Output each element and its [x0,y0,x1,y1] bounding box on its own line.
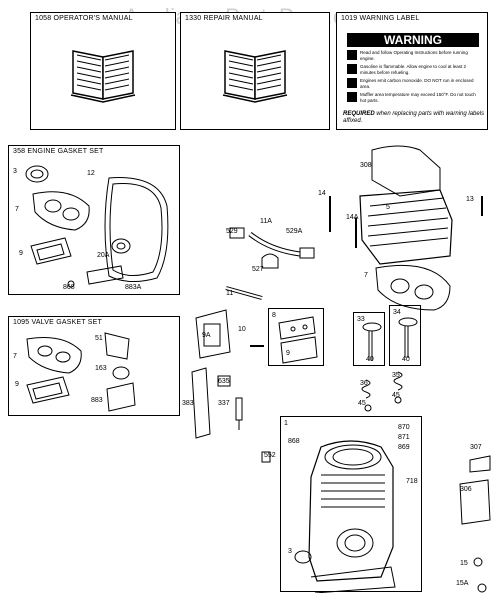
warning-row: Gasoline is flammable. Allow engine to c… [347,64,479,76]
part-8-drawing [278,316,318,364]
part-label: 10 [238,326,246,333]
valve-gasket-set-box: 1095 VALVE GASKET SET 7 51 9 163 883 [8,316,180,416]
box-label: 33 [357,316,365,323]
part-label: 15A [456,580,469,587]
warning-heading: WARNING [347,33,479,47]
part-label: 9A [202,332,211,339]
part-label: 11 [226,290,234,297]
engine-gasket-drawing [25,165,169,288]
part-label: 40 [402,356,410,363]
part-label: 36 [360,380,368,387]
part-label: 15 [460,560,468,567]
part-label: 14A [346,214,359,221]
part-label: 35 [392,372,400,379]
valve-gasket-drawing [26,332,136,412]
part-label: 868 [63,284,75,291]
part-label: 308 [360,162,372,169]
part-label: 529A [286,228,303,235]
part-label: 552 [264,452,276,459]
warning-row: Read and follow Operating Instructions b… [347,50,479,62]
short-block-box: 1 [280,416,422,594]
part-label: 3 [288,548,292,555]
part-label: 13 [466,196,474,203]
manual-book-icon [222,50,288,103]
part-label: 11A [260,218,272,225]
part-label: 51 [95,335,103,342]
part-label: 9 [286,350,290,357]
part-label: 7 [15,206,19,213]
fumes-icon [347,78,357,88]
part-label: 7 [364,272,368,279]
hot-surface-icon [347,92,357,102]
manual-book-icon [70,50,136,103]
warning-label-title: 1019 WARNING LABEL [341,15,420,22]
warning-row: Engines emit carbon monoxide. DO NOT run… [347,78,479,90]
engine-gasket-set-title: 358 ENGINE GASKET SET [13,148,104,155]
part-label: 7 [13,353,17,360]
engine-gasket-set-box: 358 ENGINE GASKET SET 3 12 7 9 20A 868 8… [8,145,180,295]
warning-required-note: REQUIRED when replacing parts with warni… [343,111,485,124]
part-label: 45 [358,400,366,407]
part-label: 529 [226,228,238,235]
part-label: 14 [318,190,326,197]
manual-icon [347,50,357,60]
cylinder-block-drawing [294,440,396,594]
part-label: 883A [125,284,142,291]
valve-34-drawing [398,317,418,358]
box-label: 34 [393,309,401,316]
warning-row: Muffler area temperature may exceed 150°… [347,92,479,104]
part-label: 5 [386,204,390,211]
warning-label-box: 1019 WARNING LABEL WARNING Read and foll… [336,12,488,130]
part-label: 20A [97,252,110,259]
repair-manual-title: 1330 REPAIR MANUAL [185,15,263,22]
part-label: 9 [19,250,23,257]
part-8-box: 8 [268,308,324,366]
box-label: 8 [272,312,276,319]
part-label: 307 [470,444,482,451]
valve-gasket-set-title: 1095 VALVE GASKET SET [13,319,103,326]
part-label: 45 [392,392,400,399]
part-label: 12 [87,170,95,177]
operators-manual-box: 1058 OPERATOR'S MANUAL [30,12,176,130]
valve-33-drawing [362,322,382,361]
part-label: 527 [252,266,264,273]
part-label: 883 [91,397,103,404]
part-label: 718 [406,478,418,485]
box-label: 1 [284,420,288,427]
repair-manual-box: 1330 REPAIR MANUAL [180,12,330,130]
part-label: 869 [398,444,410,451]
part-label: 40 [366,356,374,363]
part-label: 9 [15,381,19,388]
part-label: 337 [218,400,230,407]
part-label: 871 [398,434,410,441]
flame-icon [347,64,357,74]
part-label: 870 [398,424,410,431]
part-label: 3 [13,168,17,175]
part-label: 635 [218,378,230,385]
part-label: 163 [95,365,107,372]
part-33-box: 33 [353,312,385,366]
part-34-box: 34 [389,305,421,366]
operators-manual-title: 1058 OPERATOR'S MANUAL [35,15,133,22]
part-label: 868 [288,438,300,445]
part-label: 383 [182,400,194,407]
part-label: 306 [460,486,472,493]
